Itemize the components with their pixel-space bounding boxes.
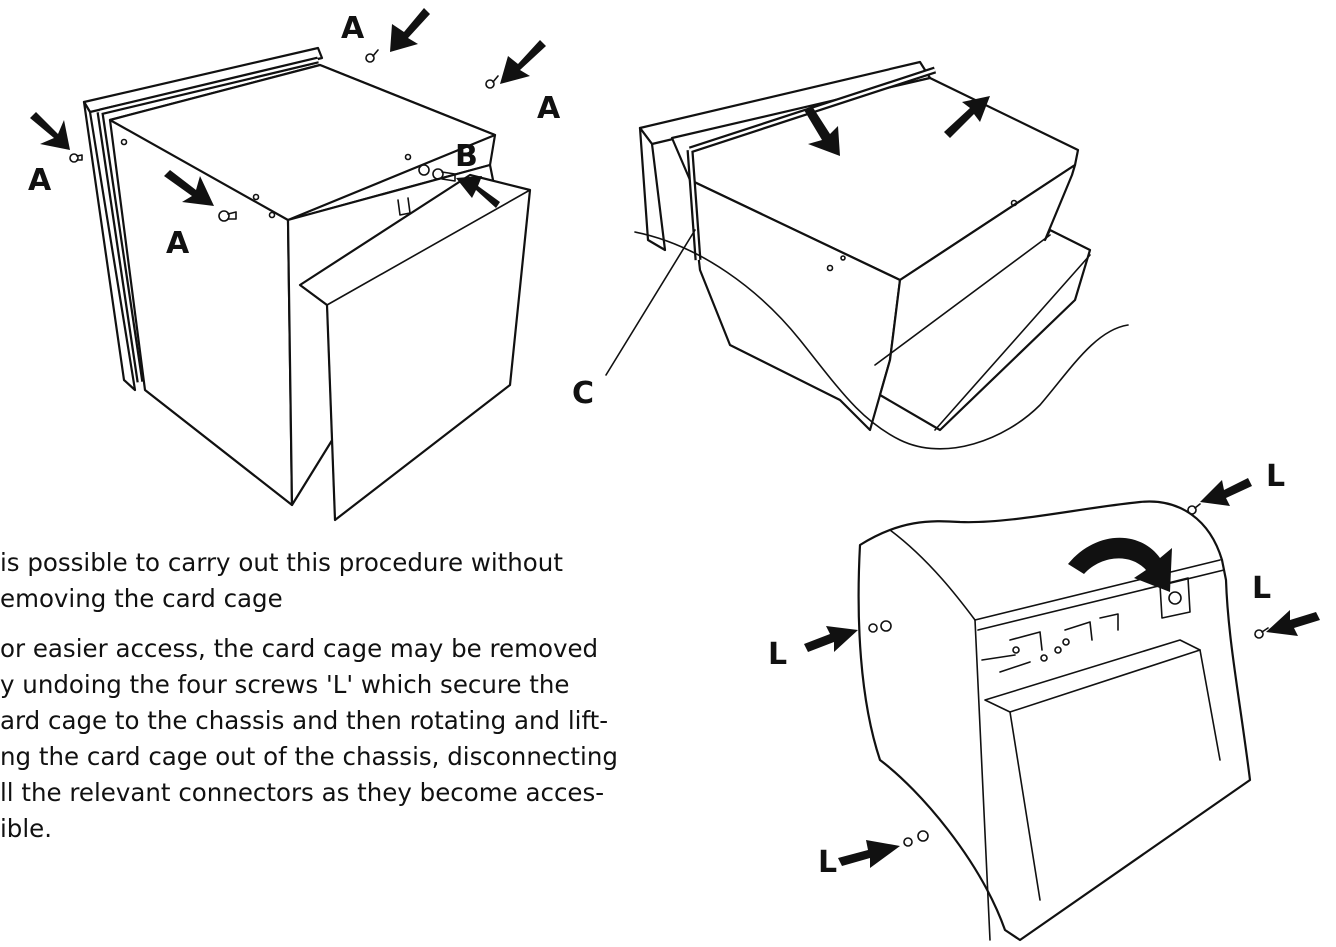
arrow-icon (164, 170, 214, 206)
label-a-left: A (28, 163, 52, 198)
label-l-left: L (768, 637, 787, 672)
arrow-icon (1266, 610, 1320, 636)
arrow-icon (390, 8, 430, 52)
figure-left-unit: A A A A B (28, 8, 561, 522)
label-a-top: A (341, 11, 365, 46)
arrow-icon (804, 626, 858, 652)
label-a-right: A (537, 91, 561, 126)
arrow-icon (944, 96, 990, 138)
arrow-icon (500, 40, 546, 84)
arrow-icon (804, 106, 840, 156)
label-a-front: A (166, 226, 190, 261)
screw-icon (485, 75, 499, 89)
screw-icon (1254, 627, 1269, 639)
label-c: C (572, 376, 594, 411)
label-b: B (455, 139, 478, 174)
note-paragraph: or easier access, the card cage may be r… (0, 634, 618, 843)
arrow-icon (1200, 478, 1252, 506)
arrow-icon (456, 176, 500, 208)
label-l-right: L (1252, 571, 1271, 606)
label-l-bottom: L (818, 845, 837, 880)
figure-right-seal: C (572, 60, 1129, 450)
screw-icon (365, 49, 379, 63)
screw-icon (218, 210, 237, 222)
note-paragraph: is possible to carry out this procedure … (0, 548, 563, 613)
screw-icon (1187, 503, 1201, 515)
instruction-text: is possible to carry out this procedure … (0, 545, 790, 861)
label-l-top: L (1266, 459, 1285, 494)
screw-icon (868, 620, 892, 633)
rotate-arrow-icon (1068, 537, 1172, 592)
figure-card-cage: L L L L (768, 459, 1320, 942)
screw-icon (432, 168, 456, 182)
arrow-icon (838, 840, 900, 868)
screw-icon (903, 830, 929, 847)
screw-icon (69, 153, 83, 163)
arrow-icon (30, 112, 70, 150)
